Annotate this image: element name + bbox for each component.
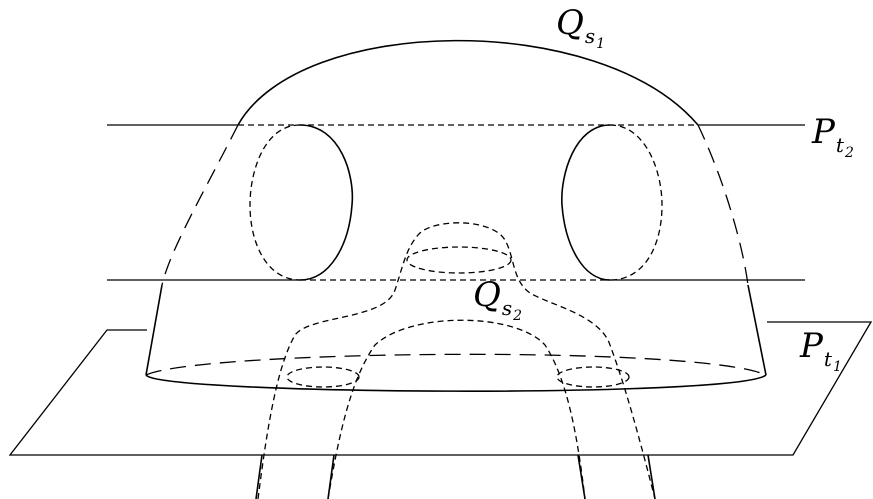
label-q-s2: Qs2: [473, 275, 522, 324]
legs-below-plane: [255, 454, 656, 499]
surface-q-s1: [145, 39, 767, 392]
label-p-t1: Pt1: [799, 326, 842, 375]
surface-q-s2: [257, 222, 656, 499]
label-p-t2: Pt2: [811, 112, 854, 161]
label-q-s1: Qs1: [556, 3, 605, 52]
right-hole: [561, 124, 663, 281]
left-hole: [249, 124, 354, 281]
plane-p-t1: [8, 321, 873, 456]
